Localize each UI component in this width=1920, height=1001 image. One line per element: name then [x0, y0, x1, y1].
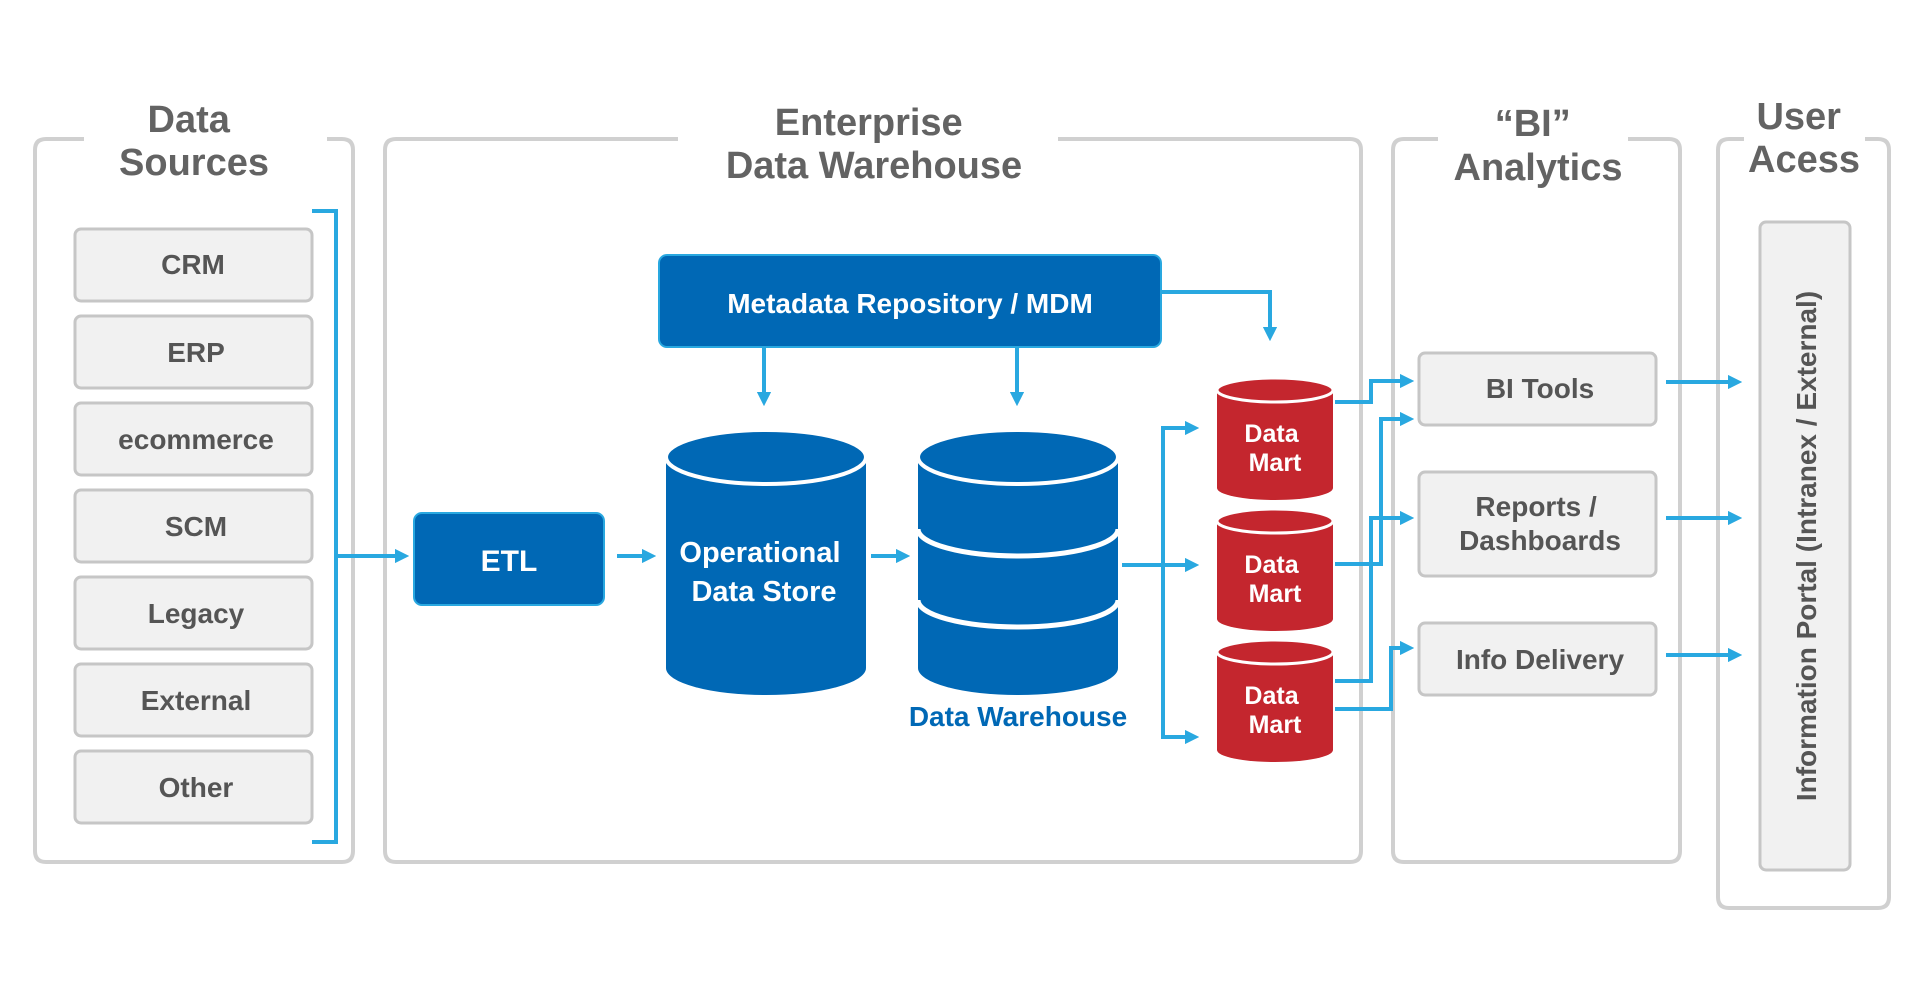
- data-sources-title: Data Sources: [119, 99, 269, 184]
- source-external: External: [73, 662, 314, 738]
- metadata-label: Metadata Repository / MDM: [727, 288, 1093, 319]
- data-mart-label: Data Mart: [1244, 682, 1305, 739]
- info-delivery-box: Info Delivery: [1417, 621, 1658, 697]
- bi-box-label: Info Delivery: [1456, 644, 1624, 675]
- operational-data-store: Operational Data Store: [664, 428, 868, 695]
- source-label: SCM: [165, 511, 227, 542]
- source-label: Legacy: [148, 598, 245, 629]
- dw-to-mart-3-arrow: [1161, 565, 1200, 745]
- data-warehouse-label: Data Warehouse: [909, 701, 1127, 732]
- source-other: Other: [73, 749, 314, 825]
- etl-label: ETL: [481, 545, 538, 578]
- source-scm: SCM: [73, 488, 314, 564]
- source-erp: ERP: [73, 314, 314, 390]
- source-label: CRM: [161, 249, 225, 280]
- source-label: ecommerce: [118, 424, 274, 455]
- data-sources-panel: [33, 137, 355, 864]
- dw-to-mart-1-arrow: [1161, 420, 1200, 565]
- metadata-repository-box: Metadata Repository / MDM: [658, 254, 1162, 348]
- ods-label: Operational Data Store: [679, 537, 848, 608]
- enterprise-dw-panel: [383, 137, 1363, 864]
- user-access-panel: [1716, 137, 1891, 910]
- mart-3-to-info-delivery-arrow: [1335, 640, 1415, 711]
- information-portal-label: Information Portal (Intranex / External): [1791, 291, 1822, 801]
- information-portal-box: Information Portal (Intranex / External): [1758, 220, 1852, 872]
- data-mart-1: Data Mart: [1215, 376, 1335, 500]
- enterprise-dw-title: Enterprise Data Warehouse: [726, 102, 1022, 187]
- data-warehouse-cylinder: [915, 428, 1121, 695]
- etl-box: ETL: [413, 512, 605, 606]
- user-access-title: User Acess: [1748, 96, 1860, 181]
- bi-box-label: BI Tools: [1486, 373, 1594, 404]
- bi-analytics-title: “BI” Analytics: [1454, 103, 1623, 189]
- data-mart-3: Data Mart: [1215, 638, 1335, 762]
- metadata-to-marts-arrow: [1161, 290, 1278, 342]
- bi-analytics-panel: [1391, 137, 1682, 864]
- source-crm: CRM: [73, 227, 314, 303]
- mart-3-to-reports-arrow: [1335, 516, 1381, 683]
- source-label: External: [141, 685, 252, 716]
- data-mart-label: Data Mart: [1244, 420, 1305, 477]
- data-mart-2: Data Mart: [1215, 507, 1335, 631]
- bi-tools-box: BI Tools: [1417, 351, 1658, 427]
- sources-bracket: [312, 209, 338, 844]
- data-mart-label: Data Mart: [1244, 551, 1305, 608]
- source-label: ERP: [167, 337, 225, 368]
- bi-box-label: Reports / Dashboards: [1459, 491, 1621, 556]
- source-ecommerce: ecommerce: [73, 401, 314, 477]
- source-label: Other: [159, 772, 234, 803]
- reports-dashboards-box: Reports / Dashboards: [1417, 470, 1658, 578]
- mart-2-to-bi-tools-arrow: [1335, 411, 1415, 566]
- mart-1-to-bi-tools-arrow: [1335, 373, 1415, 404]
- source-legacy: Legacy: [73, 575, 314, 651]
